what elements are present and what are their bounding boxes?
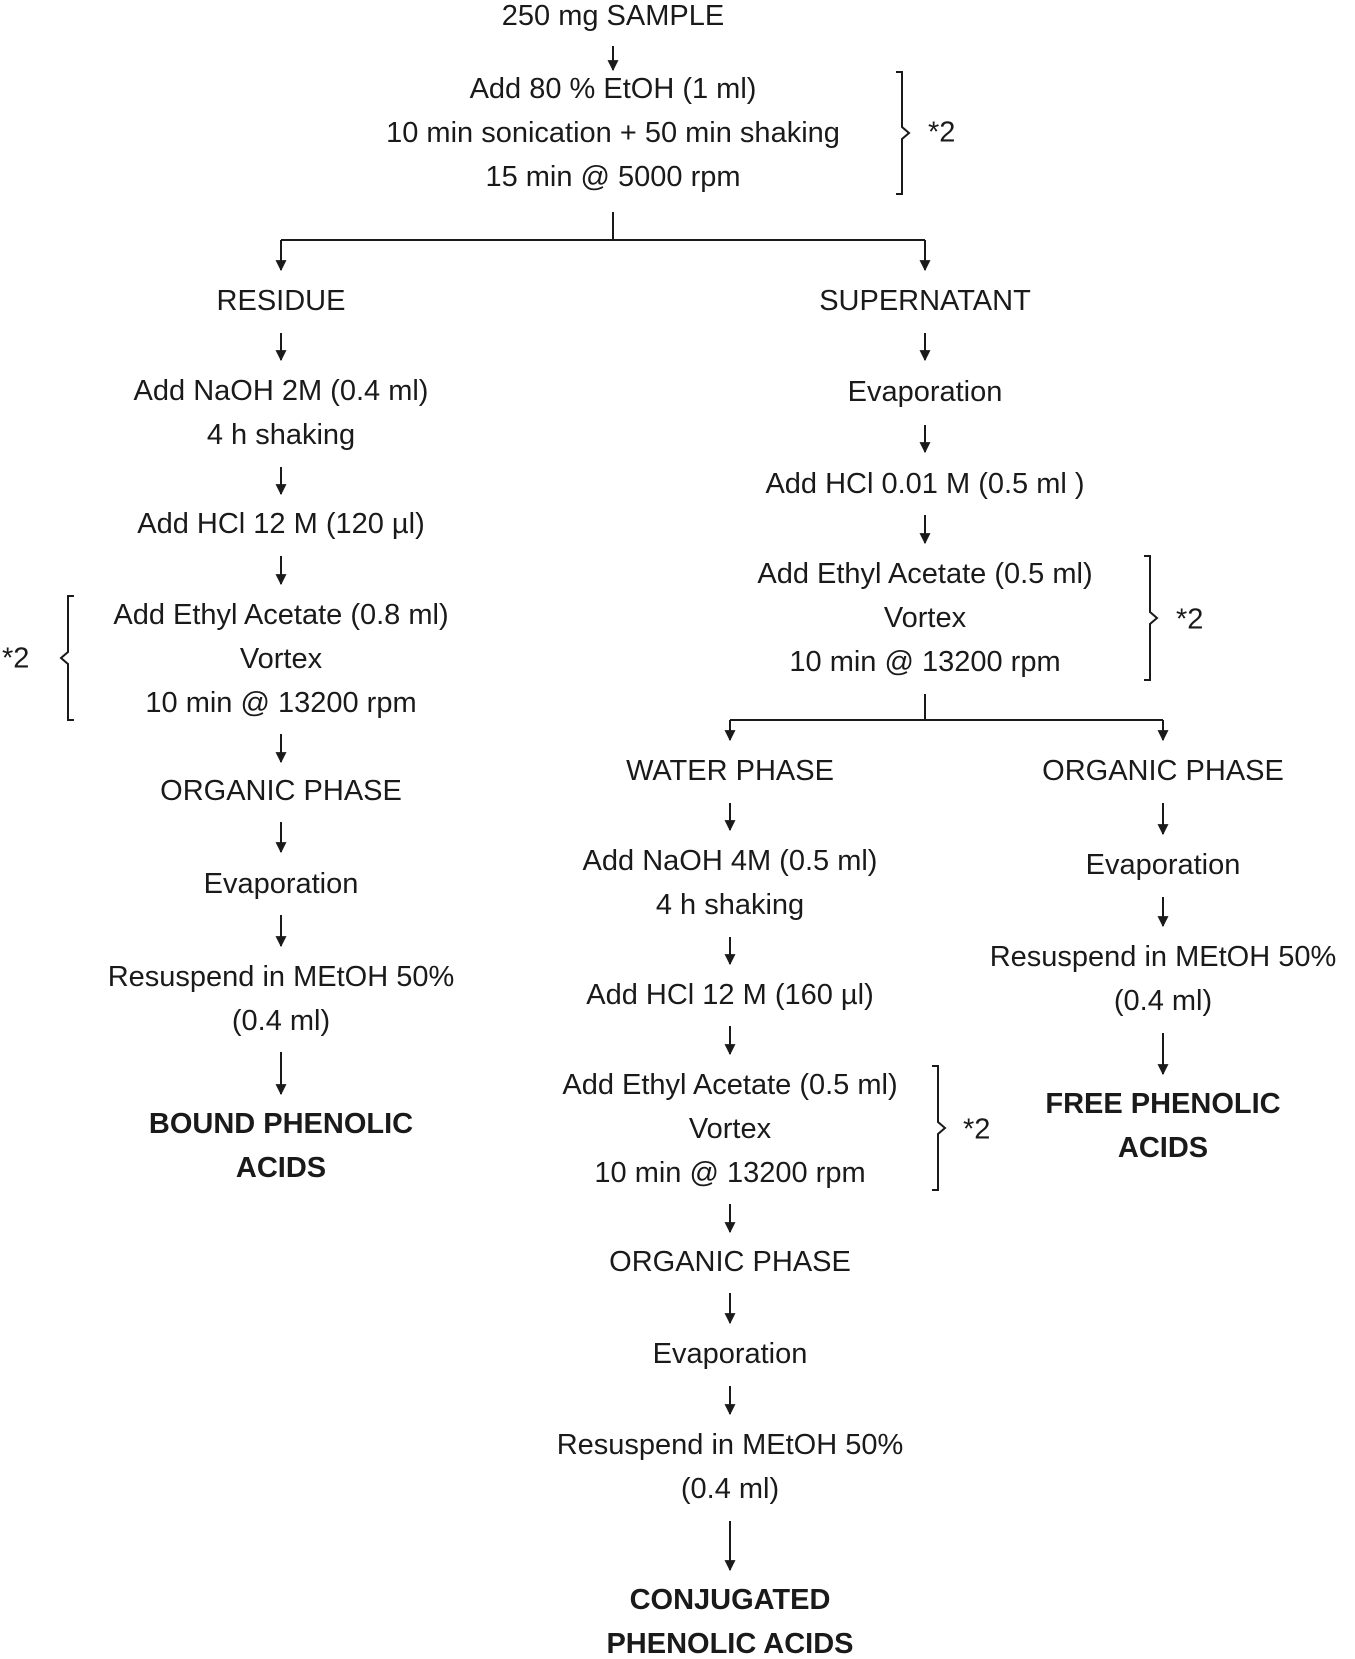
supernatant-heading: SUPERNATANT [819,285,1031,317]
residue-repeat-mark: *2 [2,642,30,675]
extraction-step-sonication: 10 min sonication + 50 min shaking [386,117,840,149]
extraction-step-ethanol: Add 80 % EtOH (1 ml) [469,73,757,105]
conjugated-phenolic-acids-result: CONJUGATED [629,1584,831,1616]
water-organic-phase: ORGANIC PHASE [609,1246,851,1278]
water-hcl-step: Add HCl 12 M (160 µl) [586,979,874,1011]
supernatant-ethyl-acetate-step: Add Ethyl Acetate (0.5 ml) [757,558,1093,590]
residue-shaking-step: 4 h shaking [206,419,356,451]
water-repeat-mark: *2 [963,1113,991,1146]
extraction-step-centrifuge: 15 min @ 5000 rpm [485,161,741,193]
supernatant-repeat-mark: *2 [1176,603,1204,636]
residue-resuspend-volume: (0.4 ml) [231,1005,331,1037]
repeat-bracket-18 [1144,555,1159,681]
repeat-bracket-26 [932,1065,947,1191]
residue-organic-phase: ORGANIC PHASE [160,775,402,807]
repeat-bracket-2 [896,71,911,195]
free-phenolic-acids-result-2: ACIDS [1117,1132,1209,1164]
sample-label: 250 mg SAMPLE [501,0,725,32]
water-naoh-step: Add NaOH 4M (0.5 ml) [582,845,878,877]
water-vortex-step: Vortex [688,1113,772,1145]
water-phase-heading: WATER PHASE [626,755,834,787]
supernatant-vortex-step: Vortex [883,602,967,634]
supernatant-hcl-step: Add HCl 0.01 M (0.5 ml ) [765,468,1085,500]
residue-evaporation: Evaporation [203,868,359,900]
water-centrifuge-step: 10 min @ 13200 rpm [594,1157,866,1189]
supernatant-centrifuge-step: 10 min @ 13200 rpm [789,646,1061,678]
water-ethyl-acetate-step: Add Ethyl Acetate (0.5 ml) [562,1069,898,1101]
residue-naoh-step: Add NaOH 2M (0.4 ml) [133,375,429,407]
water-evaporation: Evaporation [652,1338,808,1370]
residue-ethyl-acetate-step: Add Ethyl Acetate (0.8 ml) [113,599,449,631]
water-resuspend-volume: (0.4 ml) [680,1473,780,1505]
bound-phenolic-acids-result: BOUND PHENOLIC [148,1108,414,1140]
extraction-repeat-mark: *2 [928,116,956,149]
residue-centrifuge-step: 10 min @ 13200 rpm [145,687,417,719]
bound-phenolic-acids-result-2: ACIDS [235,1152,327,1184]
water-resuspend-step: Resuspend in MEtOH 50% [556,1429,904,1461]
organic-resuspend-volume: (0.4 ml) [1113,985,1213,1017]
residue-resuspend-step: Resuspend in MEtOH 50% [107,961,455,993]
residue-hcl-step: Add HCl 12 M (120 µl) [137,508,425,540]
water-shaking-step: 4 h shaking [655,889,805,921]
residue-heading: RESIDUE [216,285,346,317]
conjugated-phenolic-acids-result-2: PHENOLIC ACIDS [606,1628,854,1659]
repeat-bracket-10 [59,595,74,721]
organic-evaporation: Evaporation [1085,849,1241,881]
supernatant-evaporation: Evaporation [847,376,1003,408]
organic-resuspend-step: Resuspend in MEtOH 50% [989,941,1337,973]
organic-phase-heading: ORGANIC PHASE [1042,755,1284,787]
connector-group [59,46,1169,1572]
free-phenolic-acids-result: FREE PHENOLIC [1045,1088,1281,1120]
residue-vortex-step: Vortex [239,643,323,675]
